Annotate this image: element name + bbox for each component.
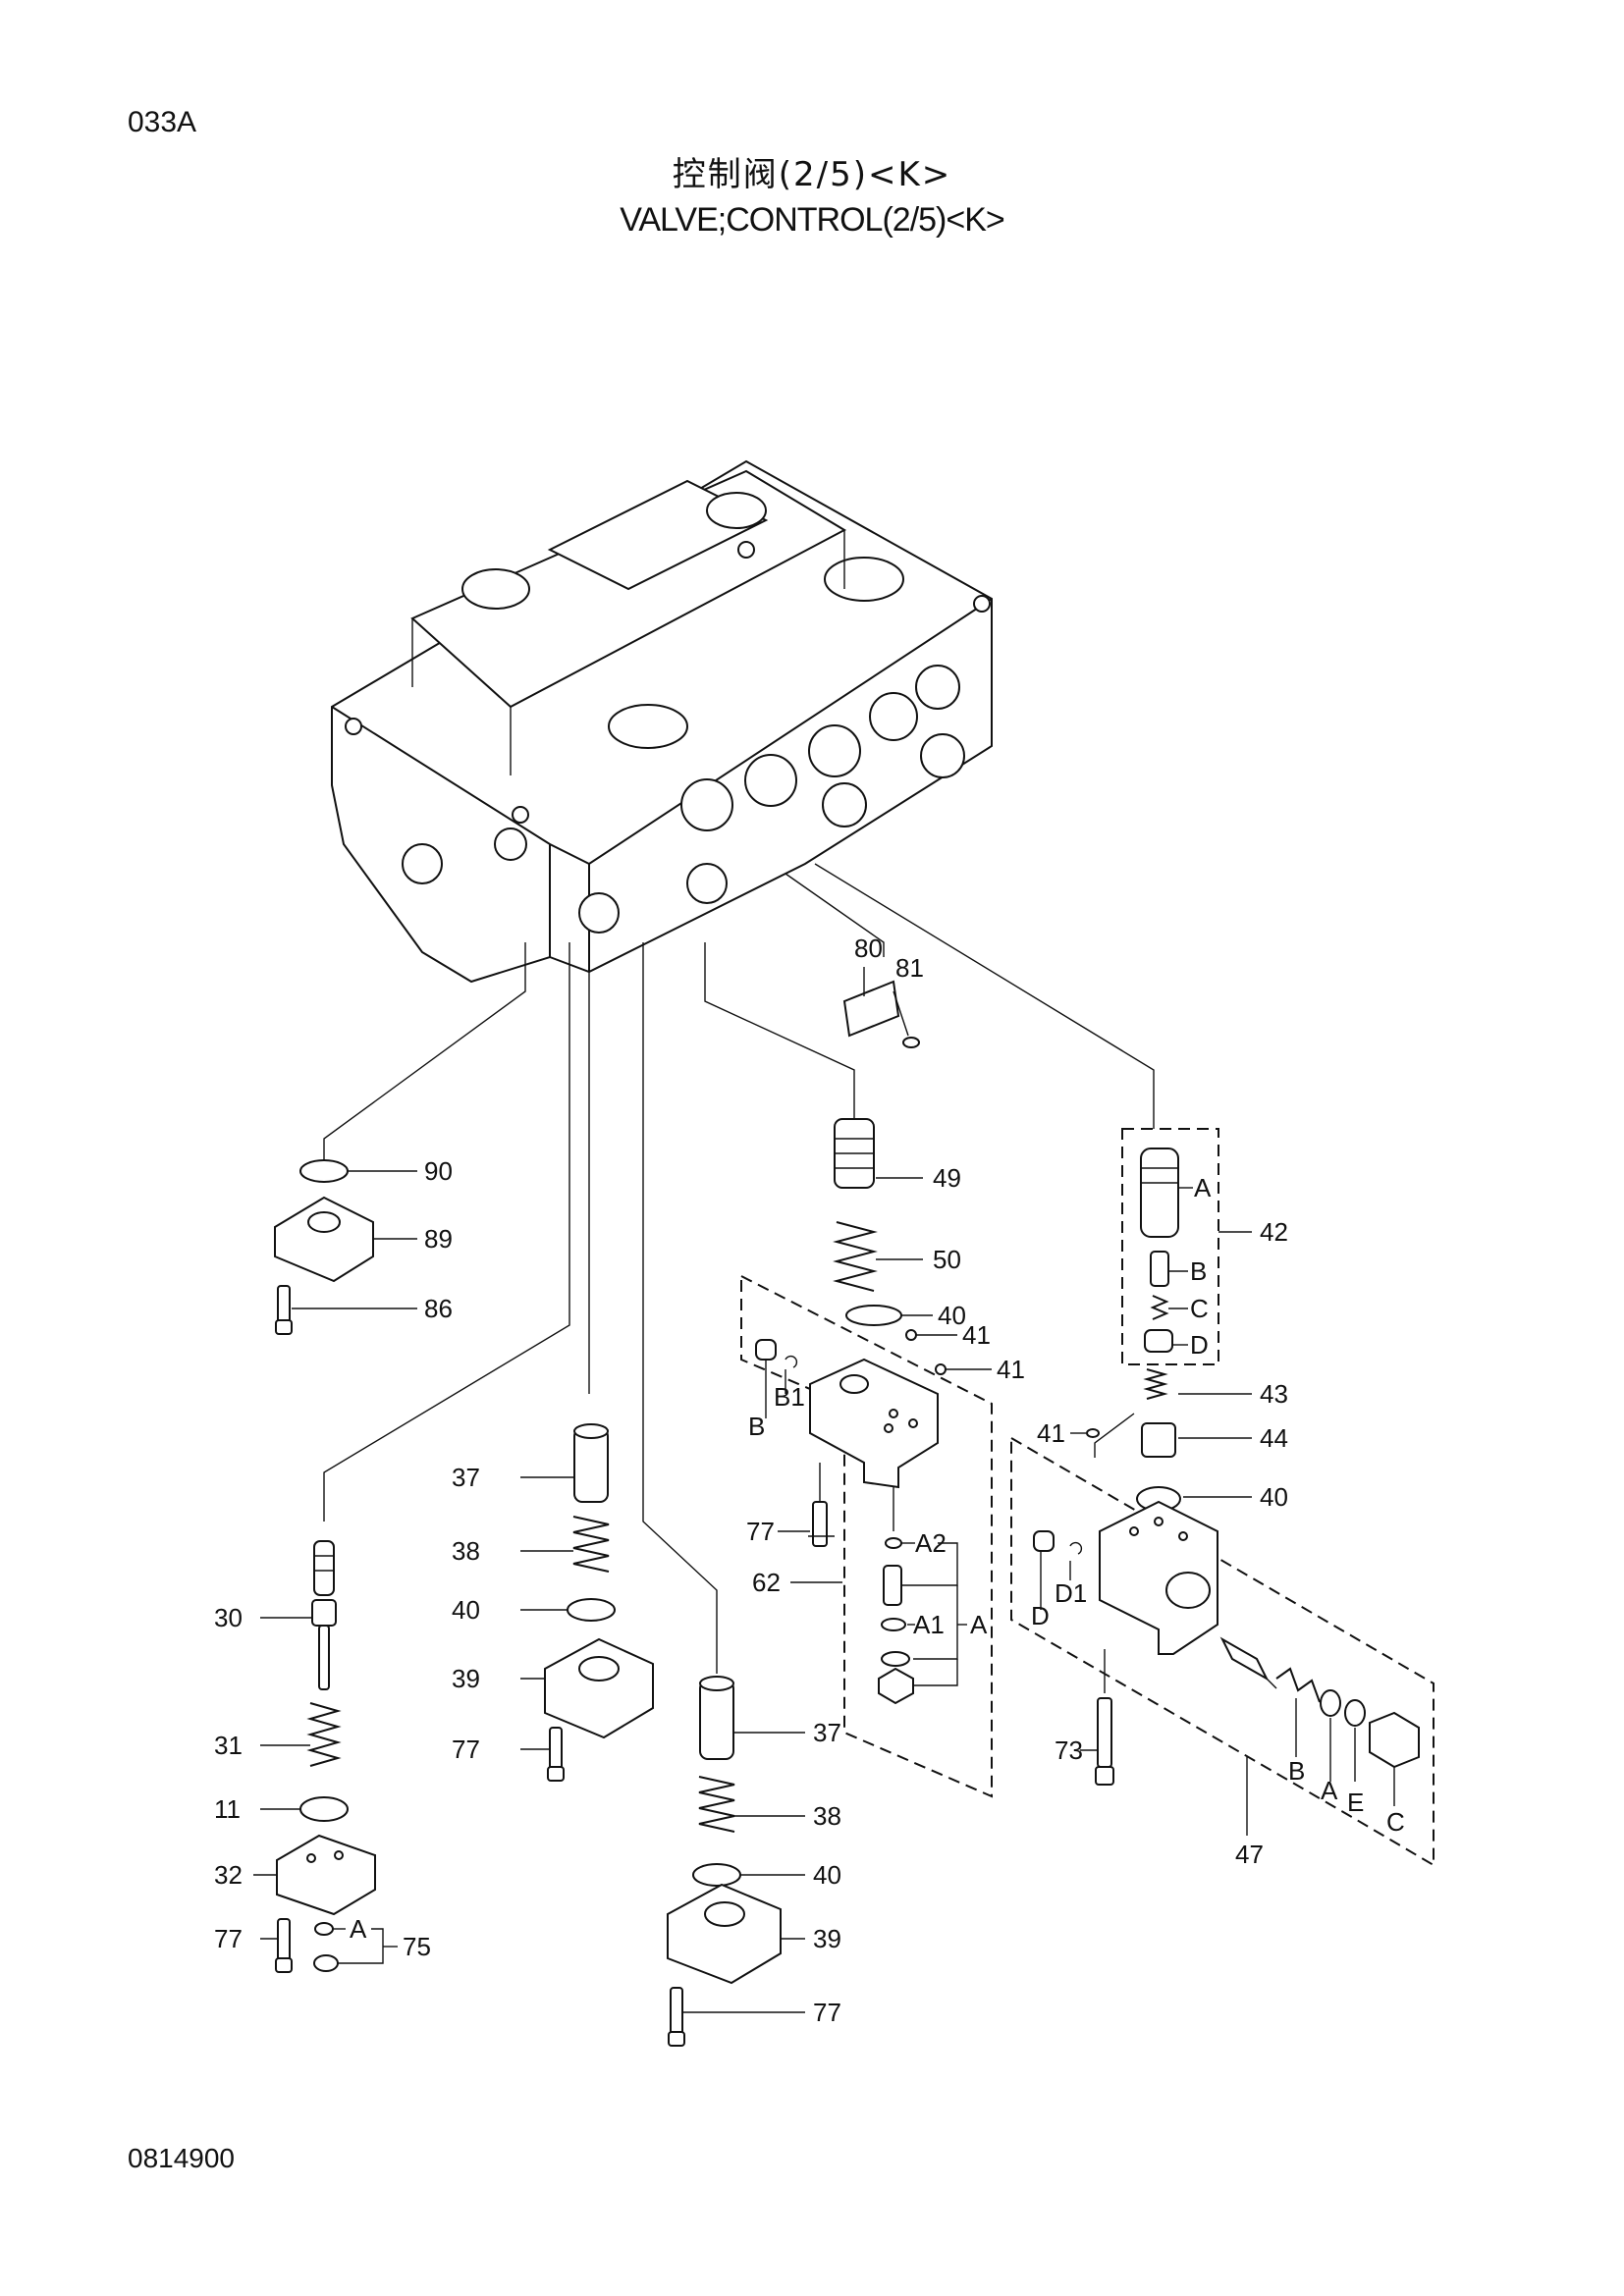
callout-39-b: 39 <box>813 1924 841 1953</box>
callout-31: 31 <box>214 1731 243 1760</box>
leader-lines <box>323 863 1155 1674</box>
callout-38-a: 38 <box>452 1536 480 1566</box>
callout-42-D: D <box>1190 1330 1209 1360</box>
callout-37-b: 37 <box>813 1718 841 1747</box>
callout-62-B1: B1 <box>774 1382 805 1412</box>
part-group-89 <box>274 1159 417 1335</box>
page-code: 033A <box>128 106 197 138</box>
callout-73: 73 <box>1055 1735 1083 1765</box>
callout-81: 81 <box>895 953 924 983</box>
callout-47: 47 <box>1235 1840 1264 1869</box>
part-group-47 <box>1010 1436 1435 1867</box>
callout-47-D1: D1 <box>1055 1578 1087 1608</box>
callout-77-left: 77 <box>214 1924 243 1953</box>
callout-62-A: A <box>970 1610 988 1639</box>
callout-47-B: B <box>1288 1756 1305 1786</box>
callout-62-A1: A1 <box>913 1610 945 1639</box>
callout-41-mid-1: 41 <box>962 1320 991 1350</box>
callout-80: 80 <box>854 934 883 963</box>
title-english: VALVE;CONTROL(2/5)<K> <box>620 201 1005 239</box>
part-group-62 <box>740 1274 993 1798</box>
callout-11: 11 <box>214 1794 241 1824</box>
callout-40-mid: 40 <box>938 1301 966 1330</box>
callout-42-B: B <box>1190 1256 1207 1286</box>
callout-62-B: B <box>748 1412 765 1441</box>
callout-37-a: 37 <box>452 1463 480 1492</box>
callout-38-b: 38 <box>813 1801 841 1831</box>
part-80-81 <box>842 967 920 1048</box>
callout-62: 62 <box>752 1568 781 1597</box>
callout-40-right: 40 <box>1260 1482 1288 1512</box>
callout-50: 50 <box>933 1245 961 1274</box>
callout-41-right: 41 <box>1037 1418 1065 1448</box>
callout-30: 30 <box>214 1603 243 1632</box>
part-group-39-a <box>520 1423 654 1782</box>
callout-47-C: C <box>1386 1807 1405 1837</box>
callout-42: 42 <box>1260 1217 1288 1247</box>
callout-41-mid-2: 41 <box>997 1355 1025 1384</box>
callout-77-mid: 77 <box>746 1517 775 1546</box>
callout-90: 90 <box>424 1156 453 1186</box>
callout-75-A: A <box>350 1914 367 1944</box>
part-group-39-b <box>667 1676 805 2047</box>
callout-39-a: 39 <box>452 1664 480 1693</box>
part-group-42 <box>1070 1128 1252 1512</box>
callout-42-A: A <box>1194 1173 1212 1202</box>
drawing-number: 0814900 <box>128 2143 236 2173</box>
part-49-50 <box>833 1118 923 1292</box>
callout-75: 75 <box>403 1932 431 1961</box>
callout-47-A: A <box>1321 1776 1338 1805</box>
callout-40-b: 40 <box>813 1860 841 1890</box>
callout-86: 86 <box>424 1294 453 1323</box>
callout-47-D: D <box>1031 1601 1050 1630</box>
callout-62-A2: A2 <box>915 1528 947 1558</box>
callout-44: 44 <box>1260 1423 1288 1453</box>
callout-89: 89 <box>424 1224 453 1254</box>
valve-body <box>331 459 993 984</box>
callout-77-a: 77 <box>452 1735 480 1764</box>
callout-42-C: C <box>1190 1294 1209 1323</box>
callout-49: 49 <box>933 1163 961 1193</box>
callout-47-E: E <box>1347 1788 1364 1817</box>
title-chinese: 控制阀(2/5)<K> <box>672 155 952 194</box>
part-group-30-32 <box>253 1540 398 1973</box>
callout-32: 32 <box>214 1860 243 1890</box>
callout-43: 43 <box>1260 1379 1288 1409</box>
callout-77-b: 77 <box>813 1998 841 2027</box>
callout-40-a: 40 <box>452 1595 480 1625</box>
